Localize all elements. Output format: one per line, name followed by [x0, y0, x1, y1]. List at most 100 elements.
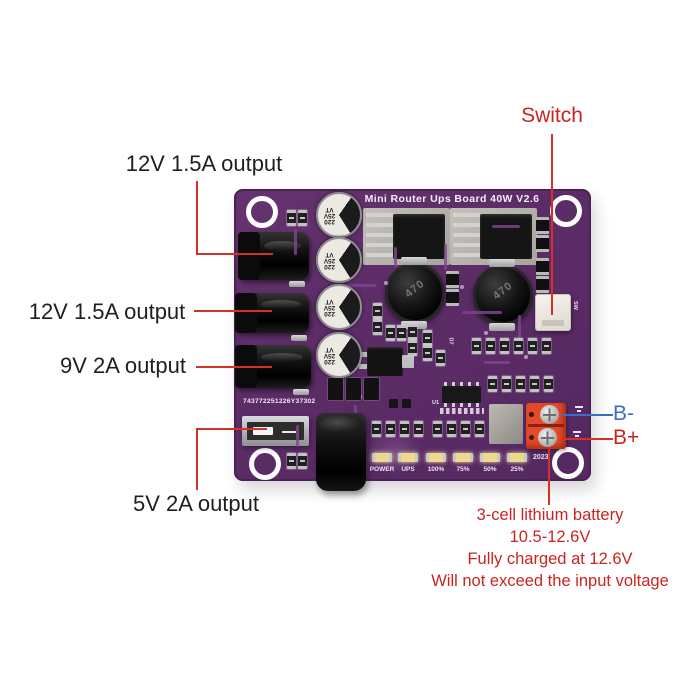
smd-resistor	[408, 324, 417, 340]
smd-resistor	[408, 340, 417, 356]
year-silkscreen: 2023	[533, 454, 549, 461]
voltage-regulator-2	[450, 208, 537, 265]
jack-pin	[291, 335, 307, 341]
pcb-trace	[462, 311, 502, 314]
switch-connector	[535, 294, 571, 331]
led-label: 25%	[510, 466, 524, 473]
toroid-inductor-1: 470	[385, 257, 445, 329]
mounting-hole-top-left	[246, 196, 278, 228]
pcb-trace	[518, 315, 521, 339]
battery-terminal-block	[526, 403, 566, 449]
smd-capacitor	[346, 378, 361, 400]
status-led	[480, 453, 500, 462]
led-label: 100%	[427, 466, 445, 473]
smd-diode	[536, 276, 549, 293]
led-label: POWER	[369, 466, 395, 473]
smd-resistor	[287, 210, 296, 226]
callout-line-battery-note	[548, 449, 550, 505]
callout-line-5v-horizontal	[196, 428, 267, 430]
terminal-hole	[529, 412, 534, 417]
smd-resistor	[433, 421, 442, 437]
led-label: 75%	[456, 466, 470, 473]
smd-resistor	[502, 376, 511, 392]
mounting-hole-bottom-right	[552, 447, 584, 479]
smd-resistor	[516, 376, 525, 392]
smd-resistor	[386, 421, 395, 437]
battery-symbol-negative	[575, 404, 583, 414]
callout-line-bplus	[562, 438, 613, 440]
terminal-screw-bplus	[538, 428, 557, 447]
smd-resistor	[530, 376, 539, 392]
smd-resistor	[397, 325, 406, 341]
voltage-regulator-1	[363, 208, 450, 265]
status-led	[398, 453, 418, 462]
regulator-legs	[453, 213, 480, 260]
label-switch: Switch	[521, 104, 583, 127]
label-12v-output-left: 12V 1.5A output	[28, 299, 186, 324]
smd-resistor	[461, 421, 470, 437]
callout-line-bminus	[562, 414, 613, 416]
toroid-inductor-2: 470	[473, 259, 533, 331]
pcb-board: Mini Router Ups Board 40W V2.6 743772251…	[234, 189, 591, 491]
label-battery-negative: B-	[613, 402, 634, 425]
status-led	[453, 453, 473, 462]
smd-capacitor	[364, 378, 379, 400]
smd-resistor	[486, 338, 495, 354]
smd-resistor	[447, 421, 456, 437]
battery-note-line2: 10.5-12.6V	[509, 528, 591, 546]
smd-resistor	[414, 421, 423, 437]
smd-resistor	[500, 338, 509, 354]
pcb-trace	[394, 247, 397, 267]
dc-jack-12v-2	[235, 293, 309, 333]
inductor-marking: 470	[490, 279, 516, 303]
terminal-divider	[528, 424, 564, 427]
status-led	[507, 453, 527, 462]
via	[460, 285, 464, 289]
callout-line-12v-top-vertical	[196, 181, 198, 255]
smd-resistor	[475, 421, 484, 437]
status-led	[372, 453, 392, 462]
jack-pin	[289, 281, 305, 287]
smd-module	[489, 404, 523, 444]
smd-resistor	[514, 338, 523, 354]
pcb-trace	[294, 229, 297, 255]
label-9v-output: 9V 2A output	[60, 353, 186, 378]
serial-number-silkscreen: 743772251226Y37302	[243, 398, 316, 405]
via	[484, 331, 488, 335]
power-transistor	[359, 347, 414, 376]
pcb-trace	[296, 425, 299, 447]
smd-diode	[536, 258, 549, 275]
smd-capacitor	[328, 378, 343, 400]
regulator-body	[393, 214, 445, 259]
battery-symbol-positive	[573, 429, 581, 439]
smd-resistor	[287, 453, 296, 469]
smd-resistor	[298, 453, 307, 469]
pcb-trace	[484, 361, 510, 364]
led-label: 50%	[483, 466, 497, 473]
battery-note-line1: 3-cell lithium battery	[476, 506, 624, 524]
jack-pin	[293, 389, 309, 395]
status-led	[426, 453, 446, 462]
mounting-hole-top-right	[550, 195, 582, 227]
smd-resistor	[542, 338, 551, 354]
smd-resistor	[386, 325, 395, 341]
smd-diode	[536, 217, 549, 234]
smd-component	[389, 399, 398, 408]
callout-line-9v	[196, 366, 272, 368]
battery-note-line4: Will not exceed the input voltage	[431, 572, 669, 590]
smd-diode	[536, 235, 549, 252]
battery-note: 3-cell lithium battery 10.5-12.6V Fully …	[390, 504, 700, 592]
ic-pad-row	[440, 408, 484, 414]
smd-diode	[446, 289, 459, 306]
smd-resistor	[400, 421, 409, 437]
via	[524, 355, 528, 359]
pcb-trace	[330, 284, 376, 287]
